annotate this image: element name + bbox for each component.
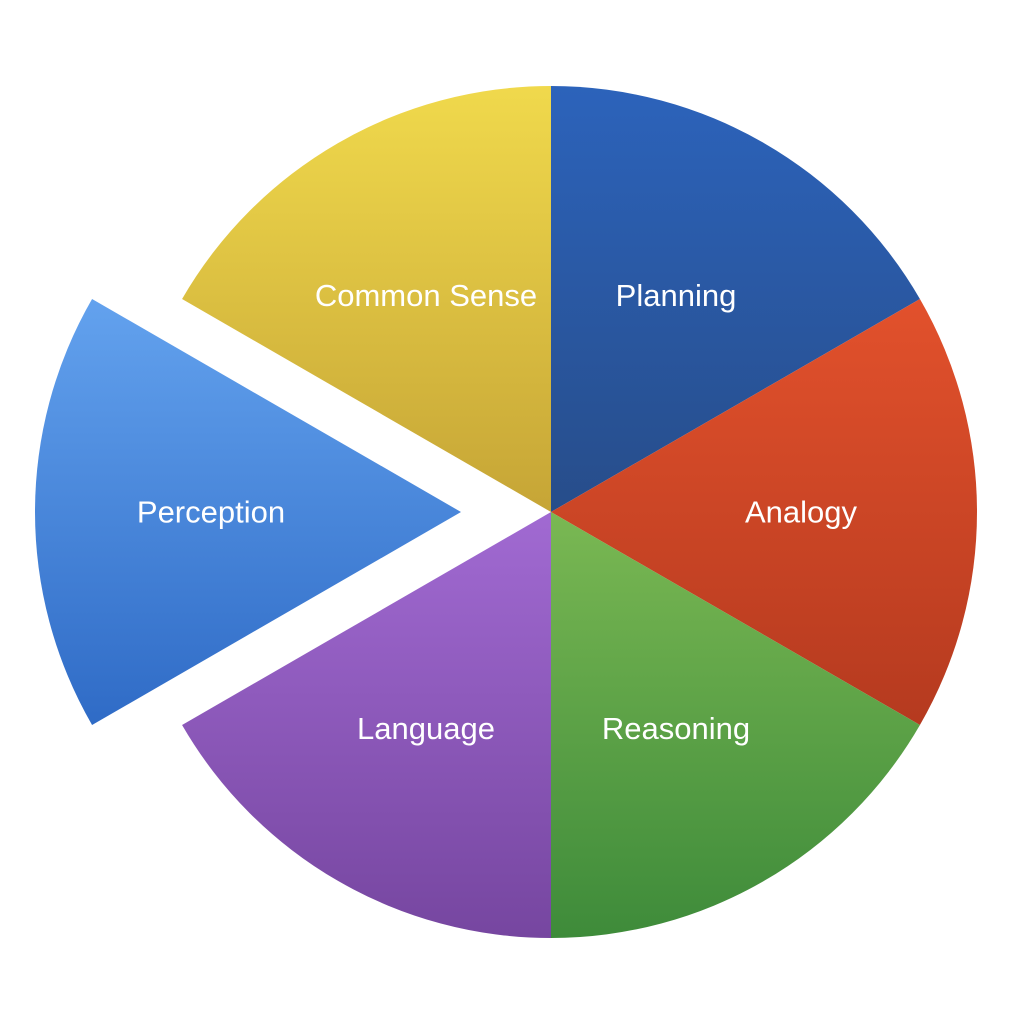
- slice-label-language: Language: [357, 711, 495, 746]
- slice-label-reasoning: Reasoning: [602, 711, 750, 746]
- slice-label-analogy: Analogy: [745, 495, 858, 530]
- slice-label-planning: Planning: [616, 278, 737, 313]
- pie-slice-common-sense: [182, 86, 551, 512]
- pie-slice-analogy: [551, 299, 977, 725]
- pie-slice-planning: [551, 86, 920, 512]
- slice-label-perception: Perception: [137, 495, 285, 530]
- pie-slice-perception: [34, 299, 461, 725]
- pie-slice-language: [182, 512, 551, 938]
- pie-slice-reasoning: [551, 512, 920, 938]
- slice-label-common-sense: Common Sense: [315, 278, 537, 313]
